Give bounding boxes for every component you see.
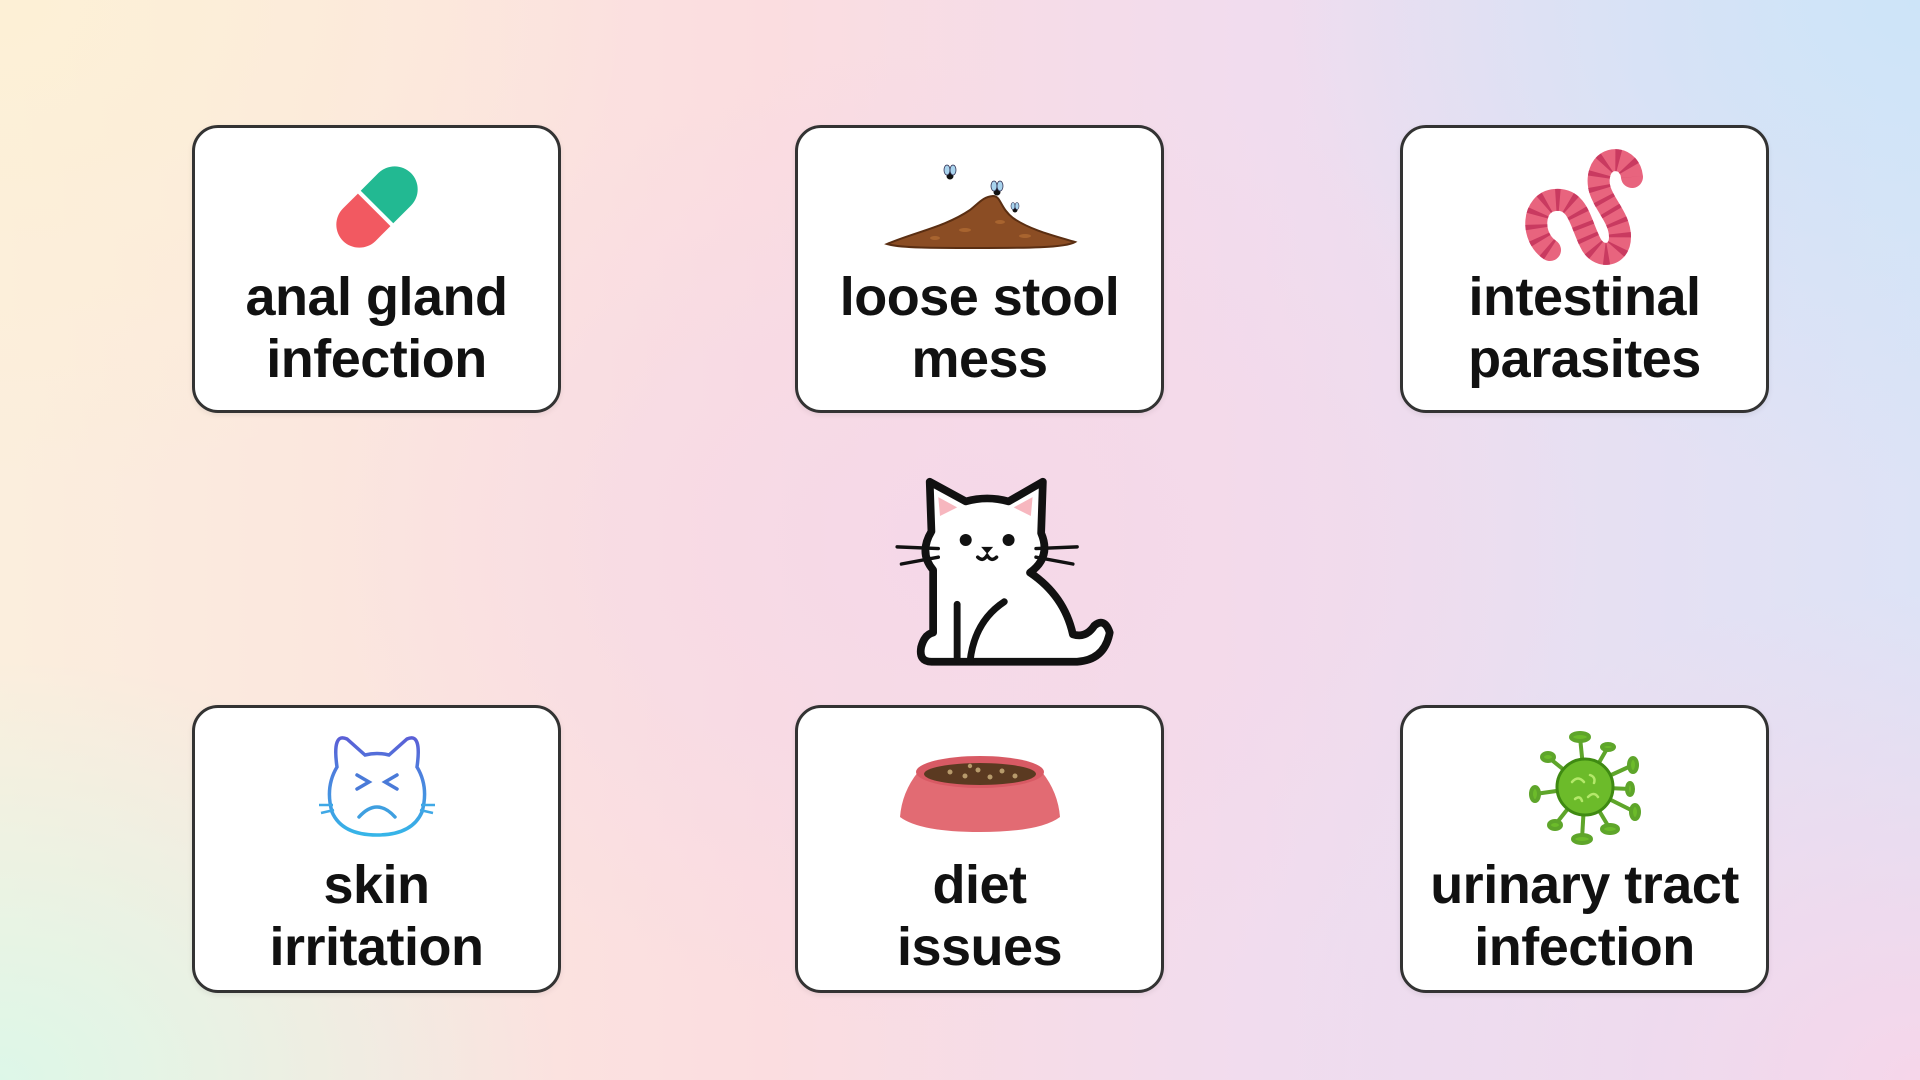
card-label: diet issues bbox=[896, 855, 1063, 977]
card-label: anal gland infection bbox=[245, 267, 508, 389]
stool-pile-with-flies-icon bbox=[870, 142, 1090, 272]
fly-icon bbox=[1010, 202, 1019, 213]
card-label: skin irritation bbox=[269, 855, 484, 977]
card-anal-gland-infection[interactable]: anal gland infection bbox=[192, 125, 561, 413]
food-bowl-icon bbox=[870, 722, 1090, 852]
sitting-cat-icon bbox=[880, 455, 1120, 685]
card-urinary-tract-infection[interactable]: urinary tract infection bbox=[1400, 705, 1769, 993]
pill-capsule-icon bbox=[267, 142, 487, 272]
card-intestinal-parasites[interactable]: intestinal parasites bbox=[1400, 125, 1769, 413]
fly-icon bbox=[943, 164, 956, 180]
card-skin-irritation[interactable]: skin irritation bbox=[192, 705, 561, 993]
card-diet-issues[interactable]: diet issues bbox=[795, 705, 1164, 993]
card-loose-stool-mess[interactable]: loose stool mess bbox=[795, 125, 1164, 413]
virus-germ-icon bbox=[1475, 722, 1695, 852]
distressed-cat-face-icon bbox=[267, 722, 487, 852]
card-label: loose stool mess bbox=[839, 267, 1120, 389]
fly-icon bbox=[990, 180, 1003, 196]
worm-icon bbox=[1475, 142, 1695, 272]
card-label: urinary tract infection bbox=[1430, 855, 1739, 977]
card-label: intestinal parasites bbox=[1468, 267, 1701, 389]
